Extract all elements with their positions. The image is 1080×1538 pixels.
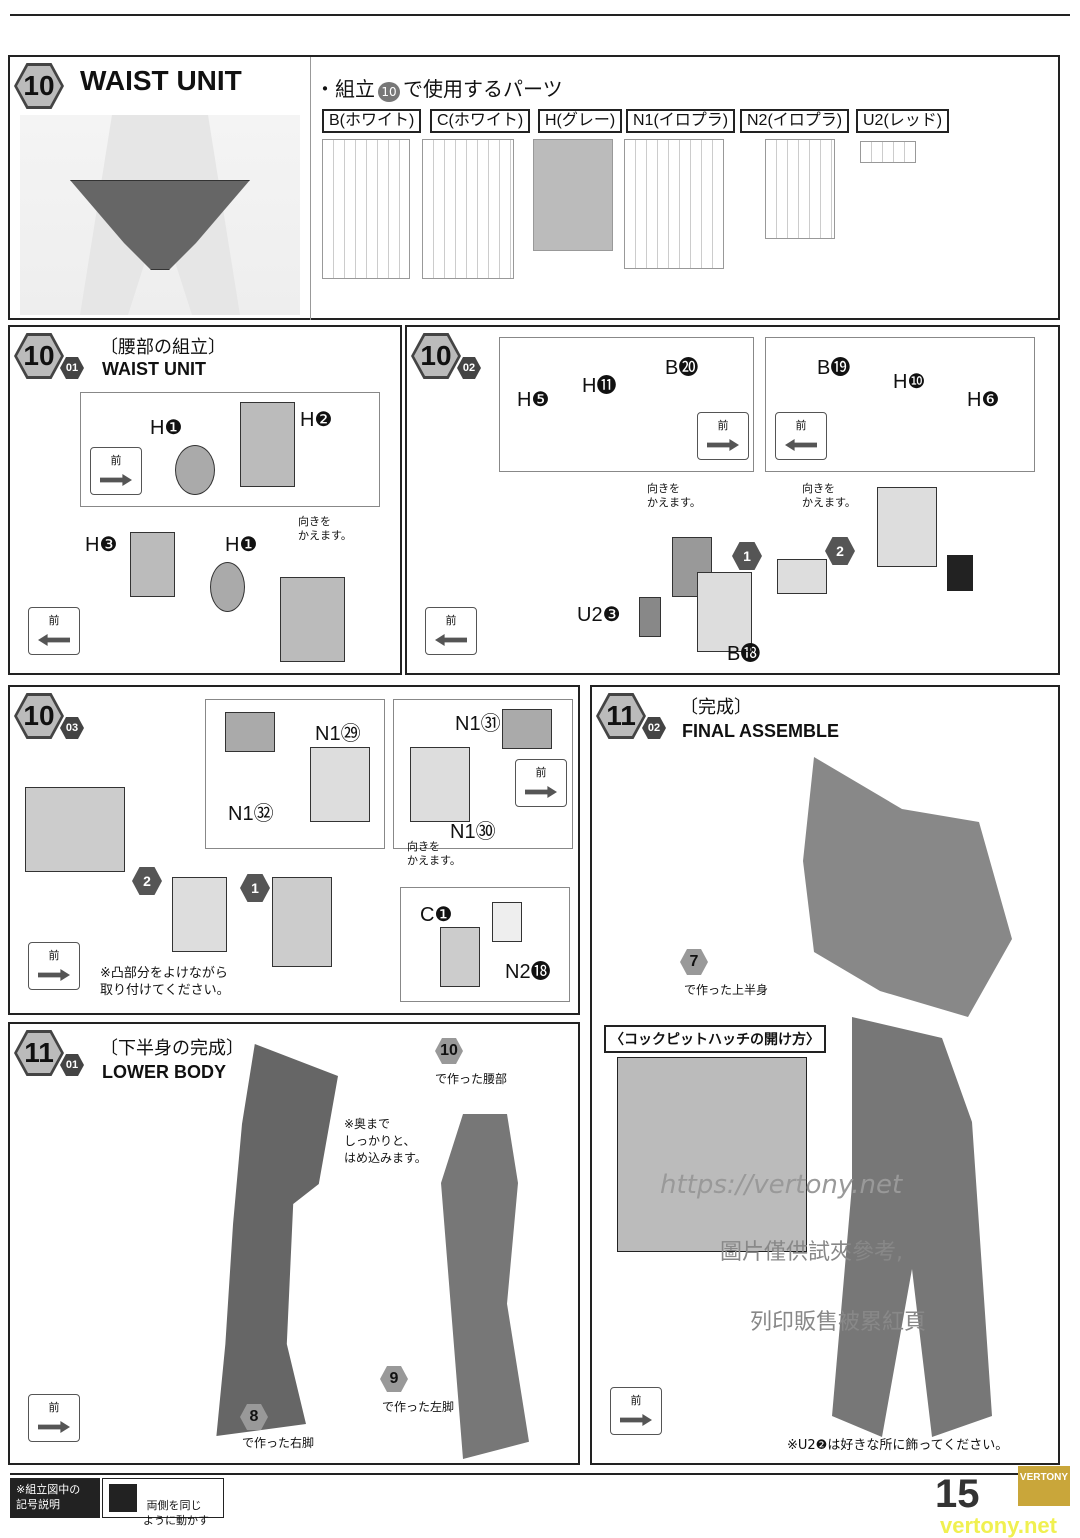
- front-direction-icon: 前: [28, 1394, 80, 1442]
- runner-label-b: B(ホワイト): [322, 109, 422, 133]
- move-both-sides-icon: [947, 555, 973, 591]
- runner-h-image: [533, 139, 613, 251]
- step-ref-icon: 10: [378, 82, 400, 102]
- front-direction-icon: 前: [425, 607, 477, 655]
- watermark-site: vertony.net: [940, 1513, 1057, 1538]
- runner-n2-image: [765, 139, 835, 239]
- step-10-01-panel: 10 01 〔腰部の組立〕 WAIST UNIT 前 H❶ H❷ 向きを かえま…: [8, 325, 402, 675]
- front-direction-icon: 前: [90, 447, 142, 495]
- step-10-03-panel: 10 03 N1㉙ N1㉜ N1㉛ N1㉚ 前 向きを かえます。 2 1 C❶…: [8, 685, 580, 1015]
- runner-label-n2: N2(イロプラ): [740, 109, 850, 133]
- lower-body-illustration: [832, 1017, 992, 1437]
- runner-label-c: C(ホワイト): [430, 109, 531, 133]
- front-direction-icon: 前: [775, 412, 827, 460]
- top-rule: [10, 14, 1070, 16]
- runner-b-image: [322, 139, 410, 279]
- move-both-sides-icon: [109, 1484, 137, 1512]
- runner-c-image: [422, 139, 514, 279]
- runner-label-u2: U2(レッド): [856, 109, 950, 133]
- front-direction-icon: 前: [28, 942, 80, 990]
- step-10-02-panel: 10 02 H❺ H⓫ B⓴ B⓳ H❿ H❻ 前 前 向きを かえます。 向き…: [405, 325, 1060, 675]
- runner-u2-image: [860, 141, 916, 163]
- right-leg-illustration: [216, 1044, 338, 1436]
- front-direction-icon: 前: [28, 607, 80, 655]
- waist-unit-illustration: [20, 115, 300, 315]
- upper-body-illustration: [803, 757, 1012, 1017]
- legend-title: ※組立図中の 記号説明: [10, 1478, 100, 1518]
- front-direction-icon: 前: [610, 1387, 662, 1435]
- step-number-badge: 10: [14, 63, 64, 109]
- front-direction-icon: 前: [515, 759, 567, 807]
- vertony-logo: VERTONY: [1018, 1466, 1070, 1506]
- insert-firmly-note: ※奥まで しっかりと、 はめ込みます。: [344, 1117, 427, 1165]
- page-number: 15: [935, 1472, 980, 1516]
- step-11-02-panel: 11 02 〔完成〕 FINAL ASSEMBLE 7 で作った上半身 〈コック…: [590, 685, 1060, 1465]
- legend-item: 両側を同じ ように動かす: [102, 1478, 224, 1527]
- watermark-url: https://vertony.net: [660, 1170, 903, 1200]
- cockpit-hatch-illustration: [617, 1057, 807, 1252]
- runner-label-h: H(グレー): [538, 109, 623, 133]
- watermark-text: 圖片僅供試夾參考,: [720, 1240, 903, 1265]
- front-direction-icon: 前: [697, 412, 749, 460]
- section-title: WAIST UNIT: [80, 65, 242, 96]
- runner-n1-image: [624, 139, 724, 269]
- runner-label-n1: N1(イロプラ): [626, 109, 736, 133]
- watermark-text: 列印販售被累紅頁: [750, 1310, 927, 1335]
- parts-heading: ・組立: [315, 77, 375, 101]
- step-11-01-panel: 11 01 〔下半身の完成〕 LOWER BODY 10 で作った腰部 ※奥まで…: [8, 1022, 580, 1465]
